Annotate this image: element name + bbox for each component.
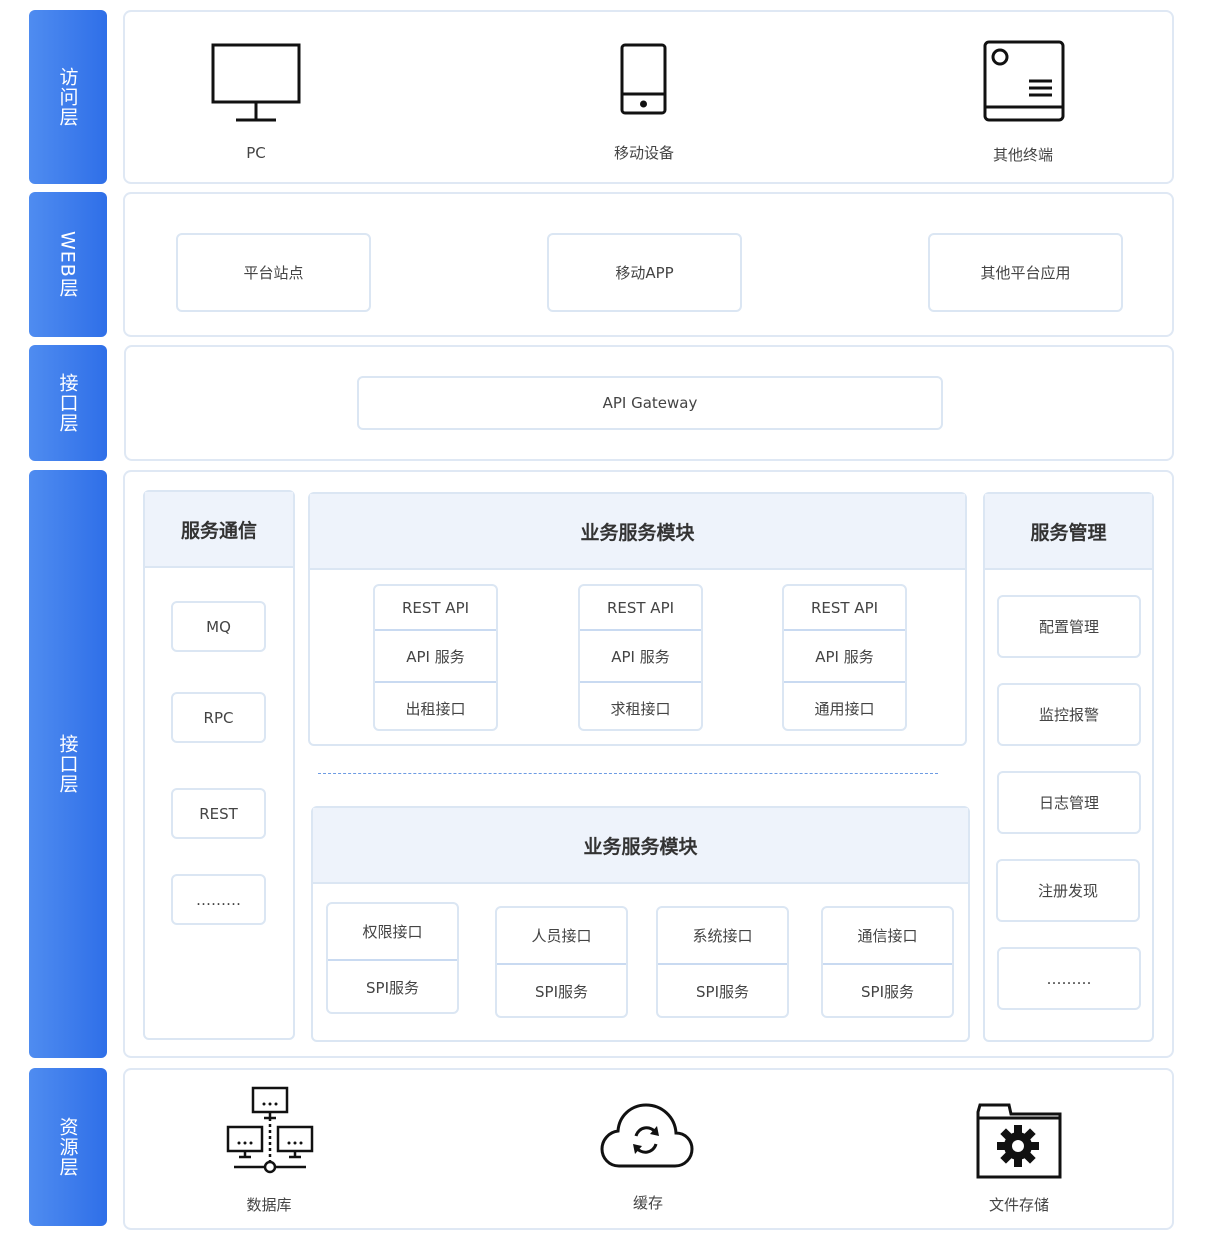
stack-cell: SPI服务	[497, 963, 626, 1016]
config-management-box: 配置管理	[997, 595, 1141, 658]
rest-api-stack-seek: REST API API 服务 求租接口	[578, 584, 703, 731]
stack-cell: REST API	[401, 598, 470, 617]
stack-cell: SPI服务	[658, 963, 787, 1016]
mobile-caption: 移动设备	[613, 144, 674, 162]
rpc-box: RPC	[171, 692, 266, 743]
layer-label-resource: 资源层	[29, 1068, 107, 1226]
comm-more-box: ………	[171, 874, 266, 925]
layer-interface-main-text: 接口层	[56, 734, 79, 794]
mgmt-more-box: ………	[997, 947, 1141, 1010]
stack-cell: REST API	[606, 598, 675, 617]
service-comm-title: 服务通信	[145, 492, 293, 568]
service-comm-column: 服务通信	[143, 490, 295, 1040]
stack-cell: REST API	[810, 598, 879, 617]
spi-stack-personnel: 人员接口 SPI服务	[495, 906, 628, 1018]
stack-cell: API 服务	[375, 629, 496, 681]
layer-label-access: 访问层	[29, 10, 107, 184]
stack-cell: API 服务	[784, 629, 905, 681]
layer-web-text: WEB层	[56, 231, 79, 298]
business-module-top-title: 业务服务模块	[310, 494, 965, 570]
registry-discovery-box: 注册发现	[996, 859, 1140, 922]
rest-box: REST	[171, 788, 266, 839]
service-management-title: 服务管理	[985, 494, 1152, 570]
layer-label-interface-main: 接口层	[29, 470, 107, 1058]
stack-cell: SPI服务	[328, 959, 457, 1012]
layer-access-text: 访问层	[56, 67, 79, 127]
cloud-sync-icon	[599, 1100, 695, 1170]
stack-cell: 求租接口	[580, 681, 701, 729]
database-network-icon	[224, 1085, 316, 1175]
stack-cell: 系统接口	[692, 927, 753, 945]
layer-interface-top-text: 接口层	[56, 373, 79, 433]
log-management-box: 日志管理	[997, 771, 1141, 834]
stack-cell: SPI服务	[823, 963, 952, 1016]
rest-api-stack-common: REST API API 服务 通用接口	[782, 584, 907, 731]
stack-cell: 通信接口	[857, 927, 918, 945]
mobile-device-icon	[619, 42, 669, 116]
platform-site-box: 平台站点	[176, 233, 371, 312]
spi-stack-communication: 通信接口 SPI服务	[821, 906, 954, 1018]
layer-label-interface-top: 接口层	[29, 345, 107, 461]
monitor-icon	[208, 42, 304, 124]
layer-label-web: WEB层	[29, 192, 107, 337]
stack-cell: 通用接口	[784, 681, 905, 729]
stack-cell: 出租接口	[375, 681, 496, 729]
mobile-app-box: 移动APP	[547, 233, 742, 312]
stack-cell: 权限接口	[362, 923, 423, 941]
mq-box: MQ	[171, 601, 266, 652]
pc-caption: PC	[246, 144, 266, 162]
file-storage-caption: 文件存储	[988, 1196, 1049, 1214]
rest-api-stack-rent: REST API API 服务 出租接口	[373, 584, 498, 731]
stack-cell: API 服务	[580, 629, 701, 681]
spi-stack-permission: 权限接口 SPI服务	[326, 902, 459, 1014]
stack-cell: 人员接口	[531, 927, 592, 945]
api-gateway-box: API Gateway	[357, 376, 943, 430]
database-caption: 数据库	[246, 1196, 292, 1214]
file-storage-gear-icon	[975, 1102, 1063, 1180]
other-terminal-caption: 其他终端	[992, 146, 1053, 164]
cache-caption: 缓存	[632, 1194, 663, 1212]
other-platform-app-box: 其他平台应用	[928, 233, 1123, 312]
dashed-divider	[318, 773, 938, 774]
layer-resource-text: 资源层	[56, 1117, 79, 1177]
monitor-alert-box: 监控报警	[997, 683, 1141, 746]
terminal-icon	[982, 39, 1066, 123]
business-module-bottom-title: 业务服务模块	[313, 808, 968, 884]
spi-stack-system: 系统接口 SPI服务	[656, 906, 789, 1018]
